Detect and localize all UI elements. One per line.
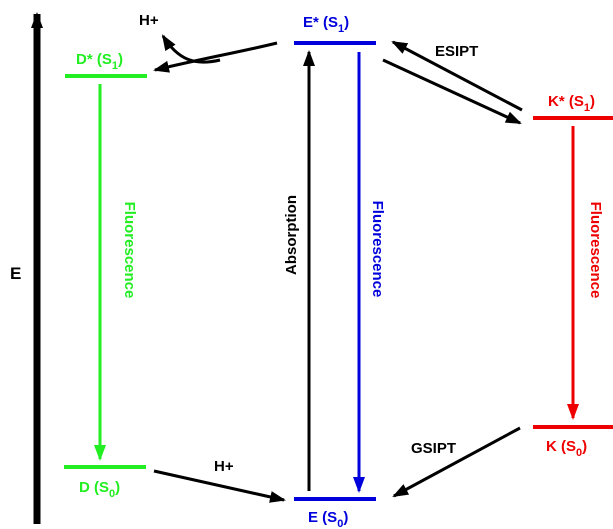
label-d-excited: D* (S1)	[76, 51, 123, 72]
esipt-forward-arrow	[382, 58, 522, 125]
gsipt-label: GSIPT	[411, 440, 456, 457]
deprotonation-curve-main	[153, 41, 278, 73]
label-e-ground: E (S0)	[308, 509, 348, 529]
gsipt-arrow	[392, 426, 521, 498]
fluorescence-k-label: Fluorescence	[587, 202, 604, 299]
absorption-label: Absorption	[283, 195, 300, 275]
fluorescence-d-label: Fluorescence	[121, 202, 138, 299]
deprotonation-curve-proton	[161, 34, 221, 64]
label-k-ground: K (S0)	[546, 438, 587, 459]
esipt-back-arrow	[391, 40, 523, 112]
esipt-label: ESIPT	[435, 43, 478, 60]
energy-axis-label: E	[10, 264, 21, 283]
label-e-excited: E* (S1)	[303, 14, 349, 35]
fluorescence-e-label: Fluorescence	[369, 201, 386, 298]
label-d-ground: D (S0)	[79, 479, 120, 500]
reprotonation-arrow	[153, 469, 286, 503]
label-k-excited: K* (S1)	[548, 93, 595, 114]
proton-ground-label: H+	[214, 458, 234, 475]
proton-excited-label: H+	[139, 12, 159, 29]
